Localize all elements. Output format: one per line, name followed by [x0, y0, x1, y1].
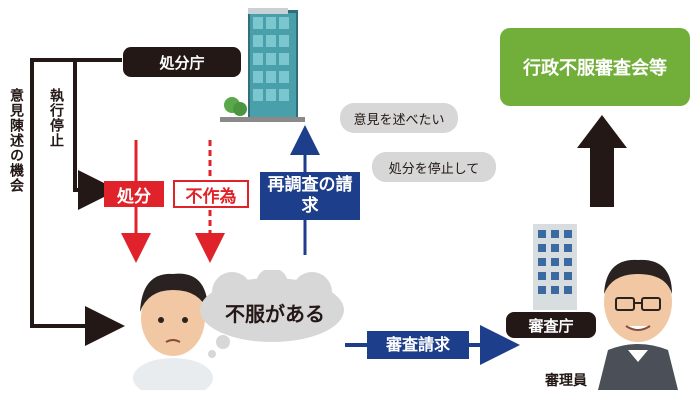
speech-want-opinion: 意見を述べたい [340, 103, 458, 133]
reinvestigation-box: 再調査の請求 [260, 172, 360, 220]
review-office-label: 審査庁 [506, 312, 596, 338]
big-arrow-head [577, 115, 627, 148]
reviewer-label: 審理員 [545, 373, 587, 389]
complainant-avatar [133, 273, 213, 390]
execution-stop-label: 執行停止 [48, 88, 64, 148]
review-council-box: 行政不服審査会等 [500, 28, 690, 106]
complaint-cloud [200, 270, 344, 358]
office-building-icon [220, 8, 305, 122]
big-arrow-shaft [590, 145, 614, 207]
reviewer-avatar [598, 259, 678, 390]
opinion-chance-label: 意見陳述の機会 [8, 88, 24, 193]
review-request-box: 審査請求 [367, 331, 469, 359]
execution-stop-line [73, 60, 118, 210]
disposition-box: 処分 [104, 181, 164, 207]
inaction-box: 不作為 [173, 180, 249, 208]
office-label: 処分庁 [123, 47, 241, 77]
review-building-icon [533, 224, 577, 310]
speech-stop-disposition: 処分を停止して [372, 152, 496, 182]
complaint-text: 不服がある [225, 302, 325, 326]
